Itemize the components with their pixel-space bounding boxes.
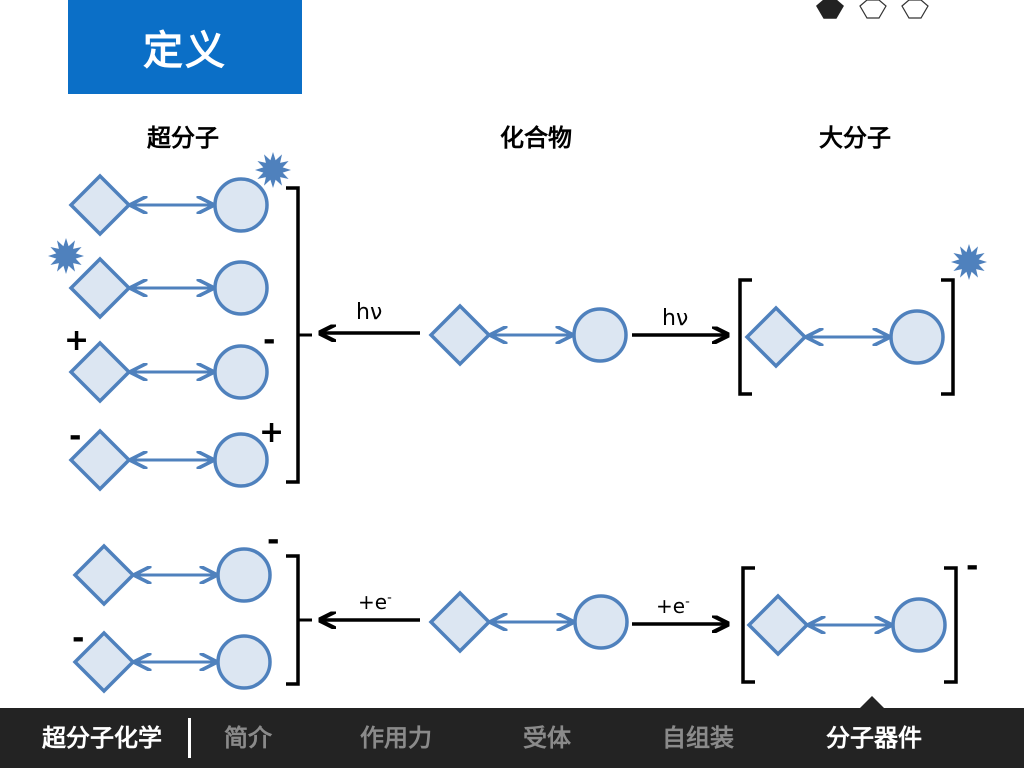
circle-shape: [572, 307, 628, 363]
footer-item-receptors[interactable]: 受体: [523, 724, 571, 752]
heading-compound: 化合物: [500, 124, 572, 152]
diamond-shape: [746, 593, 810, 657]
circle-shape: [213, 432, 269, 488]
starburst-icon: [48, 238, 84, 274]
minus-sign: -: [966, 549, 979, 584]
circle-shape: [213, 260, 269, 316]
supramolecular-diagram: [48, 152, 987, 694]
heading-macromolecule: 大分子: [819, 124, 891, 152]
closing-bracket: [944, 566, 958, 684]
closing-bracket: [286, 554, 300, 686]
footer-item-forces[interactable]: 作用力: [360, 724, 432, 752]
outline-hexagon-icon[interactable]: [901, 0, 929, 19]
circle-shape: [216, 634, 272, 690]
diamond-shape: [72, 543, 136, 607]
electron-label: +e-: [656, 594, 690, 618]
diamond-shape: [68, 340, 132, 404]
page-title-text: 定义: [143, 28, 227, 74]
footer-item-intro[interactable]: 简介: [224, 724, 272, 752]
circle-shape: [213, 177, 269, 233]
diamond-shape: [428, 590, 492, 654]
minus-sign: -: [263, 323, 276, 358]
diamond-shape: [428, 303, 492, 367]
minus-sign: -: [69, 419, 82, 454]
diamond-shape: [68, 173, 132, 237]
footer-divider: [188, 718, 191, 758]
diamond-shape: [744, 305, 808, 369]
photon-label: hν: [356, 300, 383, 325]
starburst-icon: [255, 152, 291, 188]
footer-brand[interactable]: 超分子化学: [42, 724, 162, 752]
closing-bracket: [941, 278, 955, 396]
heading-supramolecule: 超分子: [147, 124, 219, 152]
minus-sign: -: [72, 621, 85, 656]
active-indicator-icon: [860, 696, 884, 708]
electron-label: +e-: [358, 590, 392, 614]
slide-progress-nav: [816, 0, 929, 19]
footer-item-self-assembly[interactable]: 自组装: [662, 724, 734, 752]
circle-shape: [216, 547, 272, 603]
footer-nav-bar: [0, 708, 1024, 768]
outline-hexagon-icon[interactable]: [859, 0, 887, 19]
minus-sign: -: [267, 523, 280, 558]
circle-shape: [213, 344, 269, 400]
page-title: 定义: [68, 0, 302, 94]
opening-bracket: [741, 566, 755, 684]
photon-label: hν: [662, 306, 689, 331]
filled-hexagon-icon[interactable]: [816, 0, 844, 19]
diamond-shape: [72, 630, 136, 694]
closing-bracket: [286, 186, 300, 484]
plus-sign: +: [259, 415, 285, 450]
plus-sign: +: [64, 323, 90, 358]
circle-shape: [889, 309, 945, 365]
circle-shape: [891, 597, 947, 653]
circle-shape: [573, 594, 629, 650]
opening-bracket: [738, 278, 752, 396]
diamond-shape: [68, 428, 132, 492]
diamond-shape: [68, 256, 132, 320]
footer-item-molecular-devices[interactable]: 分子器件: [826, 724, 922, 752]
starburst-icon: [951, 244, 987, 280]
